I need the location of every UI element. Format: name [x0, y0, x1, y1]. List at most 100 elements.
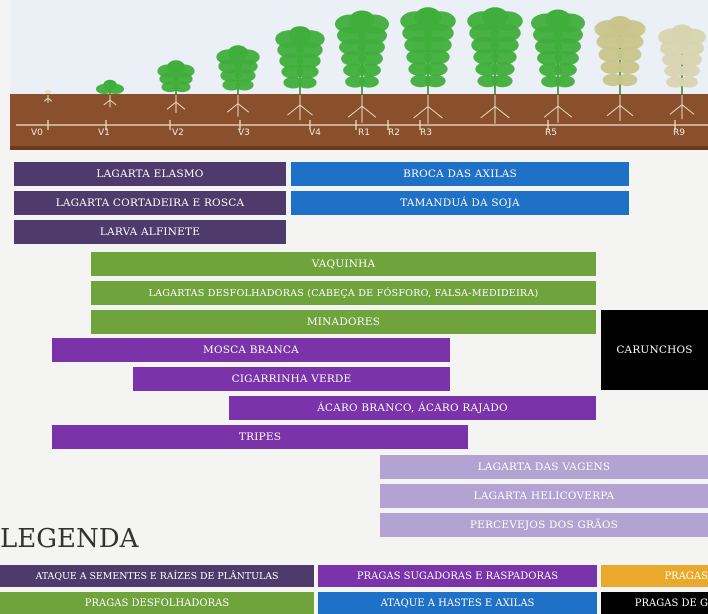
plant-9 — [594, 16, 646, 121]
plant-leaf-8-3a — [537, 50, 562, 66]
stage-label-v3: V3 — [238, 128, 250, 138]
plant-leaf-10-2a — [662, 52, 686, 67]
plant-leaf-3-1a — [218, 59, 242, 74]
plant-root-6 — [413, 95, 443, 124]
stage-label-v1: V1 — [98, 128, 110, 138]
plant-leaf-4-4a — [283, 76, 303, 89]
stage-label-r2: R2 — [388, 128, 400, 138]
plant-leaf-10-1b — [678, 40, 704, 57]
seed-0 — [45, 90, 51, 94]
plant-leaf-4-2a — [279, 53, 304, 69]
plant-leaf-5-1a — [337, 26, 367, 45]
plant-leaf-5-5b — [359, 75, 379, 88]
plant-leaf-7-5a — [477, 74, 499, 88]
bar-carunchos: CARUNCHOS — [601, 310, 708, 390]
plant-top-8 — [545, 9, 571, 29]
plant-leaf-6-4b — [424, 62, 448, 76]
stage-label-v2: V2 — [172, 128, 184, 138]
plant-leaf-6-3a — [406, 49, 432, 65]
bar-lagarta-cortadeira: LAGARTA CORTADEIRA E ROSCA — [14, 191, 286, 215]
plant-leaf-10-2b — [678, 52, 702, 67]
bar-vaquinha: VAQUINHA — [91, 252, 596, 276]
plant-leaf-5-3a — [341, 51, 366, 66]
plant-leaf-8-4b — [554, 63, 577, 77]
bar-tripes: TRIPES — [52, 425, 468, 449]
plant-leaf-3-2b — [234, 69, 256, 82]
plant-leaf-7-2a — [471, 36, 500, 54]
stage-label-r3: R3 — [420, 128, 432, 138]
plant-leaf-5-5a — [345, 75, 365, 88]
plant-1 — [95, 79, 125, 108]
plant-leaf-4-1b — [295, 41, 323, 58]
plant-leaf-10-4a — [666, 76, 685, 88]
plant-leaf-8-5b — [555, 75, 575, 88]
plant-leaf-3-2a — [220, 69, 242, 82]
stage-label-v4: V4 — [309, 128, 321, 138]
plant-top-6 — [414, 7, 442, 27]
plant-leaf-4-3a — [281, 65, 304, 79]
plant-8 — [530, 9, 586, 123]
bar-lagartas-desfolhadoras: LAGARTAS DESFOLHADORAS (CABEÇA DE FÓSFOR… — [91, 281, 596, 305]
plant-leaf-9-3a — [600, 60, 624, 75]
plant-root-7 — [480, 95, 510, 124]
stage-ticks — [47, 120, 676, 130]
legend-item-pragas-black: PRAGAS DE G — [601, 592, 708, 614]
plant-leaf-7-2b — [490, 36, 519, 54]
plant-leaf-2-1a — [159, 73, 179, 85]
bar-cigarrinha-verde: CIGARRINHA VERDE — [133, 367, 450, 391]
plant-root-1 — [103, 95, 117, 108]
plant-leaf-10-3a — [664, 64, 686, 78]
plant-leaf-9-1b — [615, 33, 644, 51]
plant-leaf-4-3b — [296, 65, 319, 79]
legend-item-hastes-axilas: ATAQUE A HASTES E AXILAS — [318, 592, 597, 614]
plant-leaf-8-4a — [539, 63, 562, 77]
legend-title: LEGENDA — [0, 524, 139, 554]
legend-item-sugadoras: PRAGAS SUGADORAS E RASPADORAS — [318, 565, 597, 587]
plant-top-3 — [227, 45, 249, 61]
plant-leaf-9-4b — [616, 73, 638, 87]
plant-leaf-9-3b — [616, 60, 640, 75]
plant-root-5 — [347, 95, 377, 123]
plant-leaf-9-2b — [616, 46, 642, 63]
plant-leaf-8-1b — [553, 25, 583, 44]
plant-leaf-6-1b — [423, 23, 454, 43]
plant-leaf-5-1b — [357, 26, 387, 45]
plant-leaf-3-3b — [235, 79, 254, 91]
plant-root-10 — [669, 95, 695, 120]
plant-leaf-9-1a — [596, 33, 625, 51]
soil-bottom-edge — [10, 146, 708, 150]
plant-leaf-4-1a — [277, 41, 305, 58]
plant-leaf-3-1b — [234, 59, 258, 74]
plant-leaf-2-2b — [173, 81, 191, 93]
plant-leaf-6-3b — [424, 49, 450, 65]
plant-root-9 — [606, 95, 634, 121]
plant-leaf-8-1a — [533, 25, 563, 44]
plant-2 — [157, 60, 195, 113]
legend-item-pragas-orange: PRAGAS — [601, 565, 708, 587]
growth-illustration — [10, 0, 708, 150]
plant-leaf-7-1a — [469, 23, 500, 43]
plant-leaf-10-4b — [679, 76, 698, 88]
bar-acaro: ÁCARO BRANCO, ÁCARO RAJADO — [229, 396, 596, 420]
plant-leaf-7-4b — [491, 62, 515, 76]
plant-4 — [275, 26, 325, 121]
plant-leaf-10-3b — [678, 64, 700, 78]
plant-3 — [216, 45, 260, 117]
plant-leaf-5-2a — [339, 38, 367, 56]
plant-6 — [400, 7, 456, 124]
plant-root-4 — [287, 95, 313, 121]
plant-top-7 — [481, 7, 509, 27]
legend-item-desfolhadoras: PRAGAS DESFOLHADORAS — [0, 592, 314, 614]
plant-top-5 — [349, 10, 375, 30]
plant-leaf-2-2a — [161, 81, 179, 93]
plant-top-9 — [608, 16, 632, 34]
plant-leaf-4-2b — [296, 53, 321, 69]
plant-leaf-5-4a — [343, 63, 366, 77]
plant-leaf-7-3b — [491, 49, 517, 65]
stage-label-r5: R5 — [545, 128, 557, 138]
plant-root-3 — [226, 95, 250, 117]
plant-leaf-8-2a — [535, 38, 563, 55]
plant-leaf-7-1b — [490, 23, 521, 43]
plant-leaf-7-3a — [473, 49, 499, 65]
plant-root-0 — [43, 95, 53, 103]
